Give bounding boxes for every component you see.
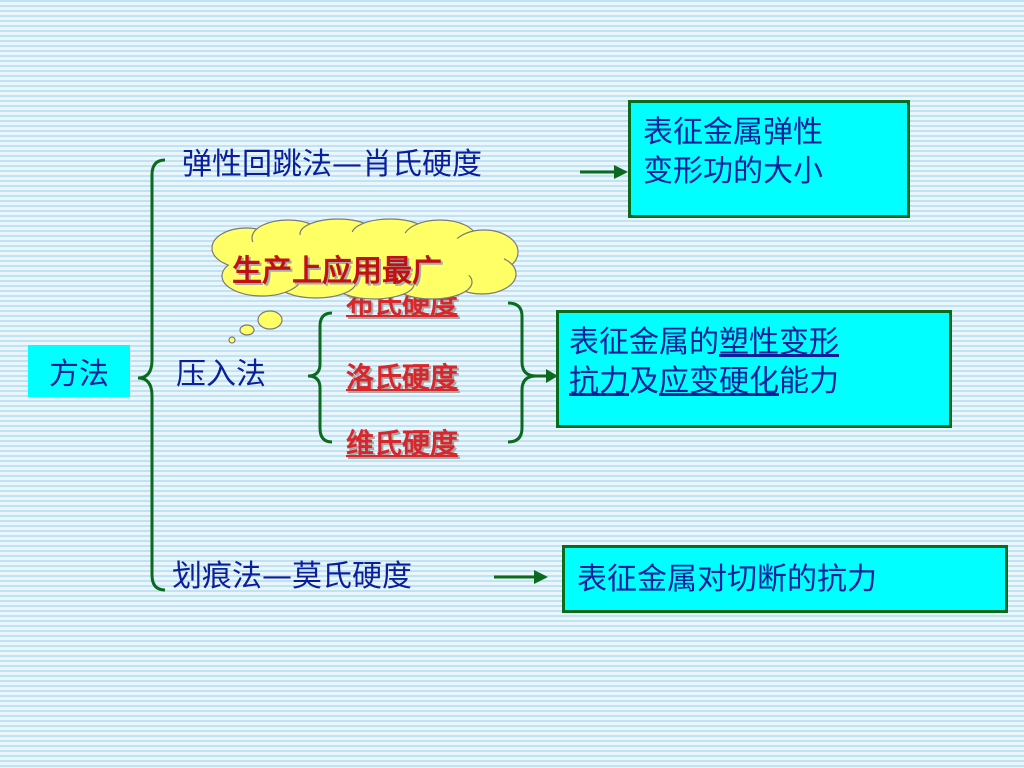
elastic-hardness-name: 肖氏硬度: [362, 147, 482, 182]
main-bracket: [137, 158, 166, 592]
rockwell-hardness-item: 洛氏硬度: [346, 361, 459, 394]
indent-desc-text-b: 及: [629, 364, 659, 399]
scratch-dash: —: [262, 559, 292, 594]
scratch-method-label: 划痕法—莫氏硬度: [172, 562, 412, 592]
indent-bracket-right: [507, 301, 537, 444]
indent-desc-underlined-b: 变形: [779, 325, 839, 360]
indent-desc-line2: 抗力及应变硬化能力: [569, 362, 949, 401]
elastic-method-text: 弹性回跳法: [182, 147, 332, 182]
elastic-rebound-label: 弹性回跳法—肖氏硬度: [182, 150, 482, 180]
callout-text: 生产上应用最广: [232, 254, 442, 289]
indent-desc-underlined-d: 应变硬化: [659, 364, 779, 399]
scratch-description-box: 表征金属对切断的抗力: [562, 545, 1008, 613]
elastic-dash: —: [332, 147, 362, 182]
indentation-description-box: 表征金属的塑性变形 抗力及应变硬化能力: [556, 310, 952, 428]
elastic-desc-line2: 变形功的大小: [643, 154, 823, 189]
thought-bubbles: [228, 310, 283, 344]
root-method-box: 方法: [28, 345, 130, 397]
root-label: 方法: [49, 357, 109, 392]
indent-desc-line1: 表征金属的塑性变形: [569, 323, 949, 362]
elastic-description-box: 表征金属弹性 变形功的大小: [628, 100, 910, 218]
scratch-method-text: 划痕法: [172, 559, 262, 594]
scratch-hardness-name: 莫氏硬度: [292, 559, 412, 594]
indent-desc-text-a: 表征金属的: [569, 325, 719, 360]
indent-desc-underlined-c: 抗力: [569, 364, 629, 399]
elastic-desc-line1: 表征金属弹性: [643, 115, 823, 150]
indent-desc-text-c: 能力: [779, 364, 839, 399]
indent-bracket-left: [307, 311, 333, 444]
thought-cloud-callout: [211, 218, 519, 300]
indentation-label: 压入法: [176, 357, 266, 392]
indent-desc-underlined-a: 塑性: [719, 325, 779, 360]
scratch-desc-text: 表征金属对切断的抗力: [577, 562, 877, 597]
vickers-hardness-item: 维氏硬度: [346, 427, 459, 460]
